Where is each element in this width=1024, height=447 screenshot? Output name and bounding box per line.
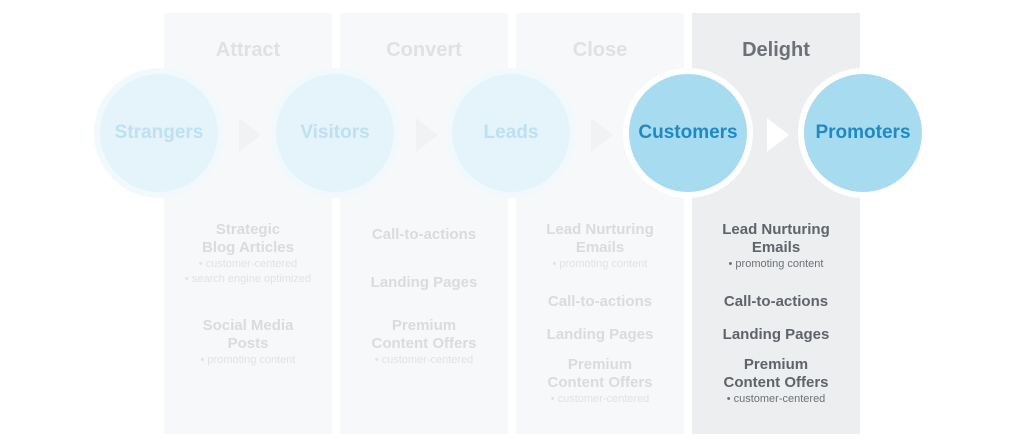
column-title-delight: Delight (742, 39, 810, 61)
stage-leads: Leads (452, 74, 570, 192)
column-title-convert: Convert (386, 39, 462, 61)
item-title: Premium Content Offers (723, 356, 829, 391)
stage-strangers: Strangers (100, 74, 218, 192)
item-bullet: • search engine optimized (184, 273, 312, 285)
column-delight: Delight Lead Nurturing Emails • promotin… (692, 13, 860, 434)
item-premium-content-offers: Premium Content Offers • customer-center… (516, 356, 684, 407)
arrow-right-icon (591, 118, 613, 152)
item-bullet: • promoting content (728, 258, 824, 270)
column-attract: Attract Strategic Blog Articles • custom… (164, 13, 332, 434)
column-close: Close Lead Nurturing Emails • promoting … (516, 13, 684, 434)
item-landing-pages: Landing Pages (340, 274, 508, 292)
arrow-right-icon (239, 118, 261, 152)
item-bullet: • customer-centered (726, 393, 826, 405)
item-title: Landing Pages (722, 326, 830, 343)
item-title: Call-to-actions (723, 293, 829, 310)
item-title: Premium Content Offers (547, 356, 653, 391)
item-bullet: • promoting content (552, 258, 648, 270)
item-title: Call-to-actions (547, 293, 653, 310)
arrow-right-icon (767, 118, 789, 152)
column-convert: Convert Call-to-actions Landing Pages Pr… (340, 13, 508, 434)
item-title: Social Media Posts (202, 317, 294, 352)
item-title: Landing Pages (370, 274, 478, 291)
item-bullet: • customer-centered (550, 393, 650, 405)
item-call-to-actions: Call-to-actions (692, 293, 860, 311)
item-bullet: • customer-centered (198, 258, 298, 270)
item-landing-pages: Landing Pages (516, 326, 684, 344)
item-landing-pages: Landing Pages (692, 326, 860, 344)
item-social-media-posts: Social Media Posts • promoting content (164, 317, 332, 368)
item-bullet: • promoting content (200, 354, 296, 366)
item-strategic-blog-articles: Strategic Blog Articles • customer-cente… (164, 221, 332, 287)
item-title: Landing Pages (546, 326, 654, 343)
stage-promoters: Promoters (804, 74, 922, 192)
stage-visitors: Visitors (276, 74, 394, 192)
stage-customers: Customers (629, 74, 747, 192)
item-lead-nurturing-emails: Lead Nurturing Emails • promoting conten… (692, 221, 860, 272)
item-lead-nurturing-emails: Lead Nurturing Emails • promoting conten… (516, 221, 684, 272)
column-title-close: Close (572, 39, 628, 61)
arrow-right-icon (416, 118, 438, 152)
item-call-to-actions: Call-to-actions (340, 226, 508, 244)
item-title: Lead Nurturing Emails (722, 221, 830, 256)
item-title: Strategic Blog Articles (202, 221, 294, 256)
item-call-to-actions: Call-to-actions (516, 293, 684, 311)
column-title-attract: Attract (215, 39, 281, 61)
item-premium-content-offers: Premium Content Offers • customer-center… (340, 317, 508, 368)
item-title: Premium Content Offers (371, 317, 477, 352)
item-title: Lead Nurturing Emails (546, 221, 654, 256)
item-title: Call-to-actions (371, 226, 477, 243)
item-premium-content-offers: Premium Content Offers • customer-center… (692, 356, 860, 407)
item-bullet: • customer-centered (374, 354, 474, 366)
